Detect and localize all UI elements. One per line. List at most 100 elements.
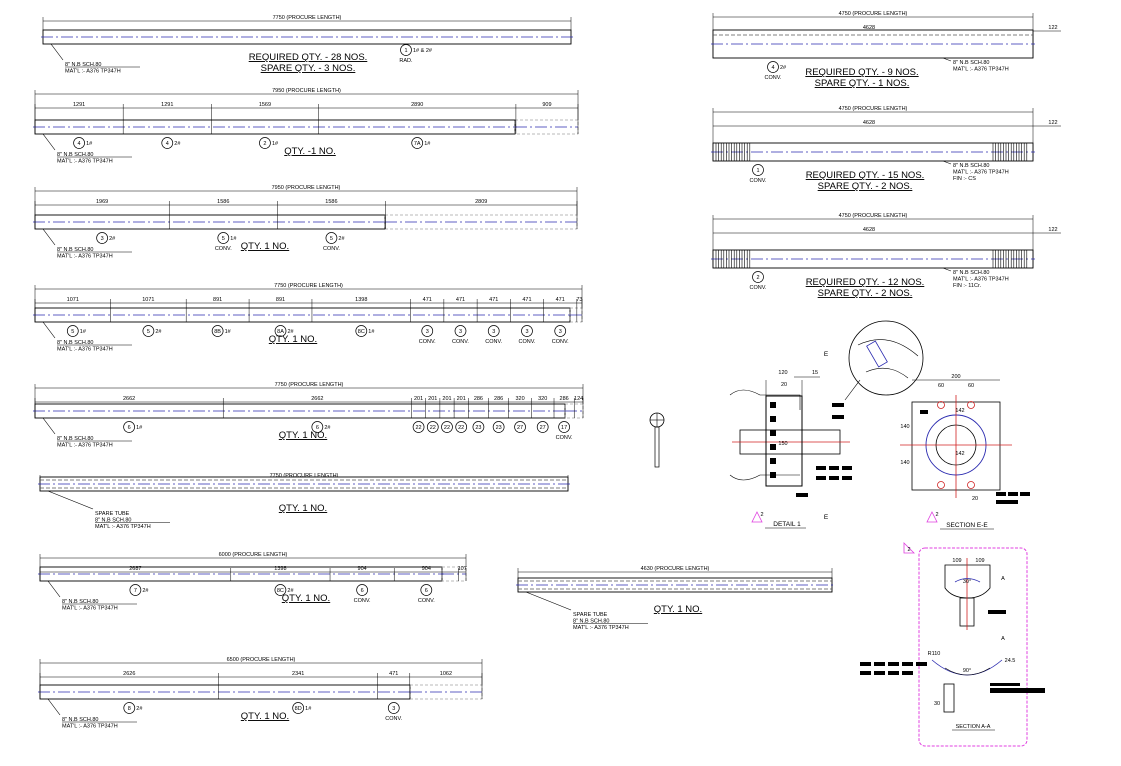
note-block (832, 403, 844, 407)
tag-suffix: 1# (368, 329, 375, 335)
support-plate (765, 395, 803, 487)
leader-line (844, 379, 861, 401)
tag-bubble (554, 325, 567, 337)
procure-length: 6500 (PROCURE LENGTH) (227, 657, 296, 663)
segment-length: 1586 (325, 199, 337, 205)
stud (943, 683, 955, 713)
segment-length: 1398 (355, 297, 367, 303)
note-block (860, 662, 871, 666)
tag-number: 3 (525, 329, 528, 335)
tag-note: CONV. (552, 339, 569, 345)
leader-line (42, 228, 56, 246)
spec-text: 8" N.B SCH.80 (62, 599, 99, 605)
tag-number: 2 (756, 275, 759, 281)
note-block (842, 476, 852, 480)
segment-length: 2809 (475, 199, 487, 205)
weld-mark (770, 472, 776, 478)
tag-number: 6 (316, 425, 319, 431)
spec-text: 8" N.B SCH.80 (62, 717, 99, 723)
tag-suffix: 2# (324, 425, 331, 431)
spare-quantity-label: SPARE QTY. - 1 NOS. (815, 78, 910, 89)
note-block (829, 476, 839, 480)
revision-triangle (926, 511, 938, 523)
segment-length: 471 (423, 297, 432, 303)
tag-note: CONV. (354, 598, 371, 604)
tag-number: 3 (559, 329, 562, 335)
spec-text: MAT'L :- A376 TP347H (95, 524, 151, 530)
spec-text: MAT'L :- A376 TP347H (573, 625, 629, 631)
tag-bubble (426, 421, 439, 433)
segment-length: 471 (556, 297, 565, 303)
spec-text: MAT'L :- A376 TP347H (57, 443, 113, 449)
tag-bubble (211, 325, 224, 337)
tag-number: 6 (128, 425, 131, 431)
inner-length: 4628 (863, 227, 875, 233)
segment-length: 471 (522, 297, 531, 303)
tag-note: CONV. (750, 178, 767, 184)
spare-quantity-label: SPARE QTY. - 3 NOS. (261, 63, 356, 74)
quantity-label: QTY. 1 NO. (282, 593, 330, 604)
weld-detail (866, 340, 888, 368)
tag-number: 17 (561, 425, 567, 431)
tag-note: CONV. (323, 246, 340, 252)
tag-note: CONV. (485, 339, 502, 345)
note-block (874, 662, 885, 666)
procure-length: 7950 (PROCURE LENGTH) (272, 185, 341, 191)
tag-number: 27 (517, 425, 523, 431)
tag-bubble (400, 44, 412, 56)
section-dimension: 200 (951, 374, 960, 380)
leader-line (50, 43, 64, 61)
tag-suffix: 2# (287, 588, 294, 594)
tag-suffix: 2# (338, 236, 345, 242)
saddle-inner (944, 667, 991, 676)
tag-number: 3 (426, 329, 429, 335)
tag-bubble (421, 325, 434, 337)
leader-line (525, 591, 572, 611)
tag-bubble (454, 325, 467, 337)
spec-text: FIN :- CS (953, 176, 976, 182)
spec-text: 8" N.B SCH.80 (65, 62, 102, 68)
note-block (990, 688, 1045, 693)
quantity-label: QTY. 1 NO. (241, 711, 289, 722)
outline (865, 367, 909, 379)
note-block (829, 466, 839, 470)
tag-bubble (129, 584, 142, 596)
tag-number: 1 (756, 168, 759, 174)
tag-number: 8C (358, 329, 365, 335)
tag-bubble (767, 61, 779, 73)
revision-triangle (903, 542, 915, 554)
spec-text: SPARE TUBE (95, 511, 130, 517)
outline (729, 474, 800, 481)
tag-suffix: 2# (142, 588, 149, 594)
spare-quantity-label: SPARE QTY. - 2 NOS. (818, 288, 913, 299)
leader-line (42, 417, 56, 435)
tag-bubble (558, 421, 570, 433)
tag-bubble (217, 232, 230, 244)
tag-number: 3 (101, 236, 104, 242)
segment-length: 286 (560, 396, 569, 402)
tag-suffix: 1# (272, 141, 279, 147)
section-dimension: 90° (963, 668, 971, 674)
section-dimension: 60 (938, 383, 944, 389)
note-block (996, 492, 1006, 496)
tag-bubble (356, 584, 368, 596)
spec-text: 8" N.B SCH.80 (57, 340, 94, 346)
tag-number: 8 (128, 706, 131, 712)
leader-line (942, 267, 952, 272)
section-marker: A (1001, 636, 1005, 642)
note-block (996, 500, 1018, 504)
tag-number: 8B (214, 329, 221, 335)
leader-line (942, 160, 952, 165)
segment-length: 904 (422, 566, 431, 572)
segment-length: 471 (389, 671, 398, 677)
note-block (796, 493, 808, 497)
section-title: SECTION E-E (946, 522, 988, 529)
quantity-label: REQUIRED QTY. - 15 NOS. (806, 170, 925, 181)
tag-number: 23 (475, 425, 481, 431)
segment-length: 1586 (217, 199, 229, 205)
tag-bubble (66, 325, 79, 337)
enlarged-view-circle (848, 320, 924, 396)
